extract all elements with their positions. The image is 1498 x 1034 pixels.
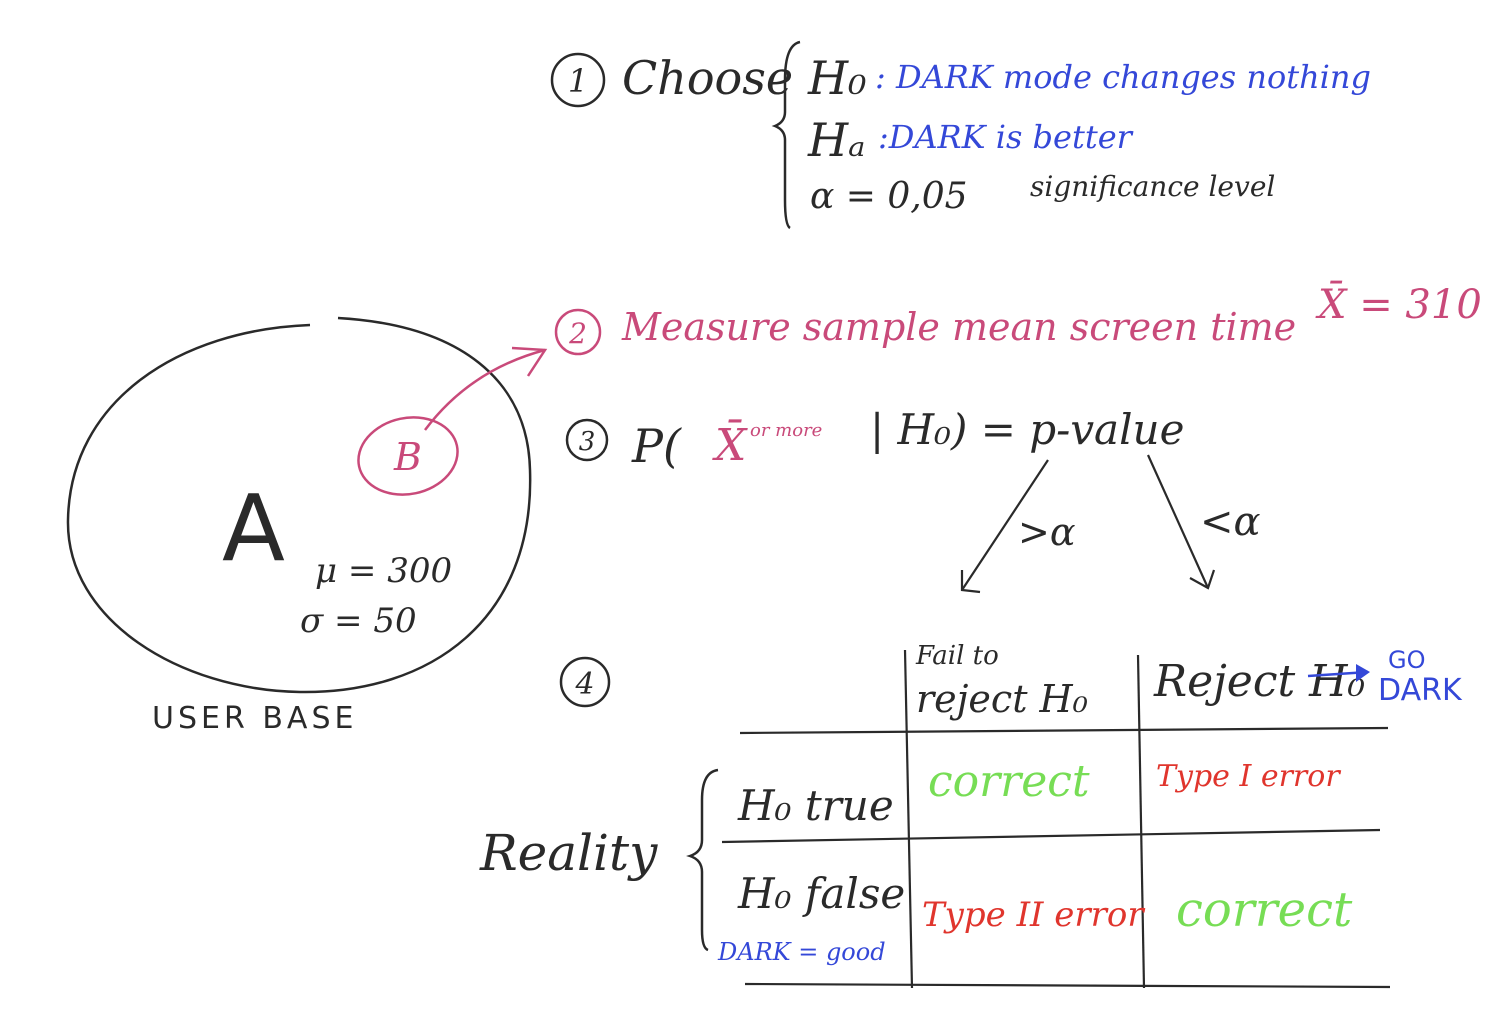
user-base-diagram: A B μ = 300 σ = 50 USER BASE xyxy=(66,316,548,736)
step-3-number: 3 xyxy=(579,427,596,457)
header-fail-line1: Fail to xyxy=(915,641,999,671)
table-hline-bottom xyxy=(744,982,1391,989)
sample-b-circle xyxy=(357,416,459,496)
ha-symbol: Hₐ xyxy=(807,113,865,167)
branch-left-arrow xyxy=(961,459,1049,591)
step-1-label: Choose xyxy=(622,51,793,105)
step-2-circle xyxy=(554,308,602,356)
row-h0-false-note: DARK = good xyxy=(717,938,886,966)
branch-right-arrow-head xyxy=(1189,569,1216,590)
branch-right-label: <α xyxy=(1200,499,1261,545)
step-1-circle xyxy=(550,52,606,108)
step-2-measure: 2 Measure sample mean screen time X̄ = 3… xyxy=(554,281,1482,356)
table-hline-header xyxy=(739,726,1389,735)
step-2-text: Measure sample mean screen time xyxy=(621,305,1296,349)
branch-right-arrow xyxy=(1146,454,1210,589)
reality-brace xyxy=(686,768,719,952)
group-b-label: B xyxy=(393,435,422,479)
probability-xbar: X̄ xyxy=(712,418,748,471)
step-2-number: 2 xyxy=(568,317,587,350)
alpha-note: significance level xyxy=(1030,170,1275,203)
step-1-number: 1 xyxy=(568,62,588,100)
step-4-decision-table: 4 Fail to reject H₀ Reject H₀ GO DARK Re… xyxy=(479,641,1463,989)
ha-statement: :DARK is better xyxy=(878,118,1134,156)
cell-false-fail: Type II error xyxy=(922,895,1145,935)
step-1-choose-hypotheses: 1 Choose H₀ : DARK mode changes nothing … xyxy=(550,40,1371,230)
cell-false-reject: correct xyxy=(1176,882,1353,938)
go-dark-line2: DARK xyxy=(1378,673,1463,708)
sample-mean-value: X̄ = 310 xyxy=(1315,281,1482,328)
group-a-label: A xyxy=(222,475,285,582)
mu-value: μ = 300 xyxy=(315,551,452,591)
header-reject: Reject H₀ xyxy=(1153,656,1366,707)
h0-statement: : DARK mode changes nothing xyxy=(875,58,1371,96)
table-vline-2 xyxy=(1136,654,1146,989)
probability-given: | H₀) = p-value xyxy=(870,405,1184,454)
sigma-value: σ = 50 xyxy=(300,601,417,641)
cell-true-fail: correct xyxy=(928,756,1090,807)
step-1-brace xyxy=(771,40,801,230)
go-dark-line1: GO xyxy=(1388,646,1426,674)
probability-or-more: or more xyxy=(750,420,822,441)
table-hline-middle xyxy=(721,828,1381,844)
sample-arrow-head xyxy=(511,346,548,377)
branch-left-label: >α xyxy=(1018,510,1076,554)
population-circle xyxy=(66,316,532,694)
step-4-number: 4 xyxy=(574,667,594,702)
sample-arrow xyxy=(424,348,546,431)
user-base-caption: USER BASE xyxy=(152,701,357,736)
branch-left-arrow-head xyxy=(960,570,981,594)
alpha-expression: α = 0,05 xyxy=(810,176,968,217)
step-4-circle xyxy=(559,656,611,708)
reality-label: Reality xyxy=(479,824,658,882)
cell-true-reject: Type I error xyxy=(1156,759,1341,794)
row-h0-true: H₀ true xyxy=(737,781,894,830)
probability-prefix: P( xyxy=(631,419,682,473)
h0-symbol: H₀ xyxy=(807,51,867,105)
step-3-p-value: 3 P( X̄ or more | H₀) = p-value >α <α xyxy=(565,405,1261,594)
header-fail-line2: reject H₀ xyxy=(916,677,1088,721)
step-3-circle xyxy=(565,418,609,462)
go-dark-arrow-head xyxy=(1356,664,1370,682)
table-vline-1 xyxy=(903,649,914,989)
row-h0-false: H₀ false xyxy=(737,869,905,918)
